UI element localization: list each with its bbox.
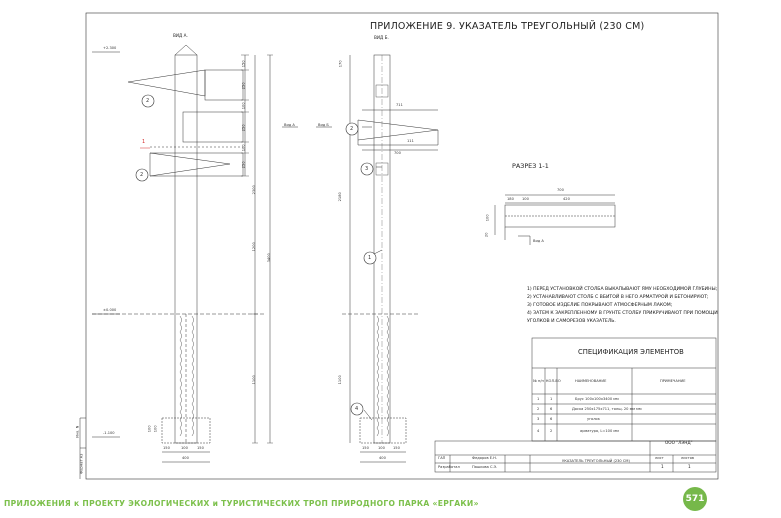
stamp-doc-title: УКАЗАТЕЛЬ ТРЕУГОЛЬНЫЙ (230 СМ) [562, 459, 630, 463]
dim-a-2300: 2300 [251, 185, 256, 195]
stamp-sheets-number: 1 [688, 464, 691, 469]
section-dim-a: 180 [507, 197, 514, 201]
spec-row-2-name: Доска 250х175х711, толщ. 20 мм мм [572, 407, 642, 411]
spec-header-note: ПРИМЕЧАНИЕ [660, 379, 686, 383]
section-arrow-label: Вид А [533, 239, 544, 243]
stamp-sheet-label: лист [655, 456, 664, 460]
page-number: 571 [685, 494, 705, 504]
dim-b-1100: 1100 [337, 375, 342, 385]
spec-row-4-name: арматура, L=100 мм [580, 429, 619, 433]
stamp-dev-label: Разработал [438, 465, 460, 469]
stamp-gip-name: Федоров Е.Н. [472, 456, 497, 460]
dim-a-100b: 100 [241, 144, 246, 152]
section-dim-h: 100 [485, 214, 490, 222]
spec-row-2-qty: 6 [550, 407, 553, 411]
stamp-company: ООО "ЛЭНД" [665, 440, 693, 445]
section-dim-total: 700 [557, 188, 564, 192]
dim-b-w150b: 150 [393, 446, 400, 450]
view-b-label: ВИД Б. [374, 35, 389, 40]
callout-2-view-b: 2 [350, 126, 354, 132]
note-5: УГОЛКОВ И САМОРЕЗОВ УКАЗАТЕЛЬ. [527, 319, 616, 324]
section-dim-b: 100 [522, 197, 529, 201]
dim-a-250b: 250 [241, 124, 246, 132]
callout-3: 3 [365, 166, 369, 172]
dim-a-h100b: 100 [153, 425, 158, 433]
level-bottom: -1.100 [103, 431, 115, 435]
section-mark: 1 [142, 139, 146, 145]
stamp-side-inv: Инв. N [75, 425, 80, 438]
spec-header-qty: КОЛ-ВО [546, 379, 561, 383]
section-dim-c: 420 [563, 197, 570, 201]
callout-2-top: 2 [146, 98, 150, 104]
view-a-label: ВИД А. [173, 33, 188, 38]
spec-header-num: № п/п [533, 379, 544, 383]
dim-b-w400: 400 [379, 456, 386, 460]
dim-a-w100: 100 [181, 446, 188, 450]
dim-b-w150a: 150 [362, 446, 369, 450]
spec-row-4-num: 4 [537, 429, 540, 433]
section-dim-h2: 20 [484, 232, 489, 238]
spec-row-3-name: уголок [587, 417, 600, 421]
dim-b-170: 170 [338, 60, 343, 68]
stamp-side-format: Формат А3 [79, 453, 84, 475]
dim-a-w150a: 150 [163, 446, 170, 450]
dim-b-w100: 100 [378, 446, 385, 450]
stamp-gip-label: ГАП [438, 456, 446, 460]
stamp-sheets-label: листов [681, 456, 695, 460]
spec-header-name: НАИМЕНОВАНИЕ [575, 379, 607, 383]
dim-a-250c: 250 [241, 161, 246, 169]
spec-row-2-num: 2 [537, 407, 540, 411]
spec-row-1-num: 1 [537, 397, 540, 401]
spec-row-3-qty: 6 [550, 417, 553, 421]
footer-caption: ПРИЛОЖЕНИЯ к ПРОЕКТУ ЭКОЛОГИЧЕСКИХ и ТУР… [4, 499, 479, 508]
note-2: 2) УСТАНАВЛИВАЮТ СТОЛБ С ВБИТОЙ В НЕГО А… [527, 295, 709, 300]
dim-a-h100a: 100 [147, 425, 152, 433]
stamp-dev-name: Пашкова С.Э. [472, 465, 498, 469]
dim-a-150: 150 [241, 60, 246, 68]
note-4: 4) ЗАТЕМ К ЗАКРЕПЛЕННОМУ В ГРУНТЕ СТОЛБУ… [527, 311, 718, 316]
dim-b-711: 711 [396, 103, 403, 107]
view-a-arrow-label: Вид А [284, 123, 295, 127]
dim-a-w400: 400 [182, 456, 189, 460]
note-3: 3) ГОТОВОЕ ИЗДЕЛИЕ ПОКРЫВАЮТ АТМОСФЕРНЫМ… [527, 303, 673, 308]
view-b-arrow-label: Вид Б [318, 123, 329, 127]
spec-row-3-num: 3 [537, 417, 540, 421]
dim-a-250a: 250 [241, 82, 246, 90]
level-top: +2.300 [103, 46, 117, 50]
note-1: 1) ПЕРЕД УСТАНОВКОЙ СТОЛБА ВЫКАПЫВАЮТ ЯМ… [527, 287, 718, 292]
dim-a-1200: 1200 [251, 242, 256, 252]
spec-row-1-name: Брус 100х100х3400 мм [575, 397, 619, 401]
section-title: РАЗРЕЗ 1-1 [512, 162, 549, 170]
stamp-sheet-number: 1 [661, 464, 664, 469]
dim-b-700: 700 [394, 151, 401, 155]
level-ground: ±0.000 [103, 308, 117, 312]
dim-a-w150b: 150 [197, 446, 204, 450]
dim-b-111: 111 [407, 139, 414, 143]
dim-a-1100: 1100 [251, 375, 256, 385]
callout-2-bottom: 2 [140, 172, 144, 178]
dim-a-3400: 3400 [266, 253, 271, 263]
spec-row-4-qty: 2 [550, 429, 553, 433]
page-number-badge: 571 [683, 487, 707, 511]
spec-title: СПЕЦИФИКАЦИЯ ЭЛЕМЕНТОВ [578, 348, 684, 356]
dim-a-100a: 100 [241, 102, 246, 110]
spec-row-1-qty: 1 [550, 397, 553, 401]
drawing-title: ПРИЛОЖЕНИЕ 9. УКАЗАТЕЛЬ ТРЕУГОЛЬНЫЙ (230… [370, 21, 645, 32]
callout-4: 4 [355, 406, 359, 412]
dim-b-2180: 2180 [337, 192, 342, 202]
callout-1: 1 [368, 255, 372, 261]
